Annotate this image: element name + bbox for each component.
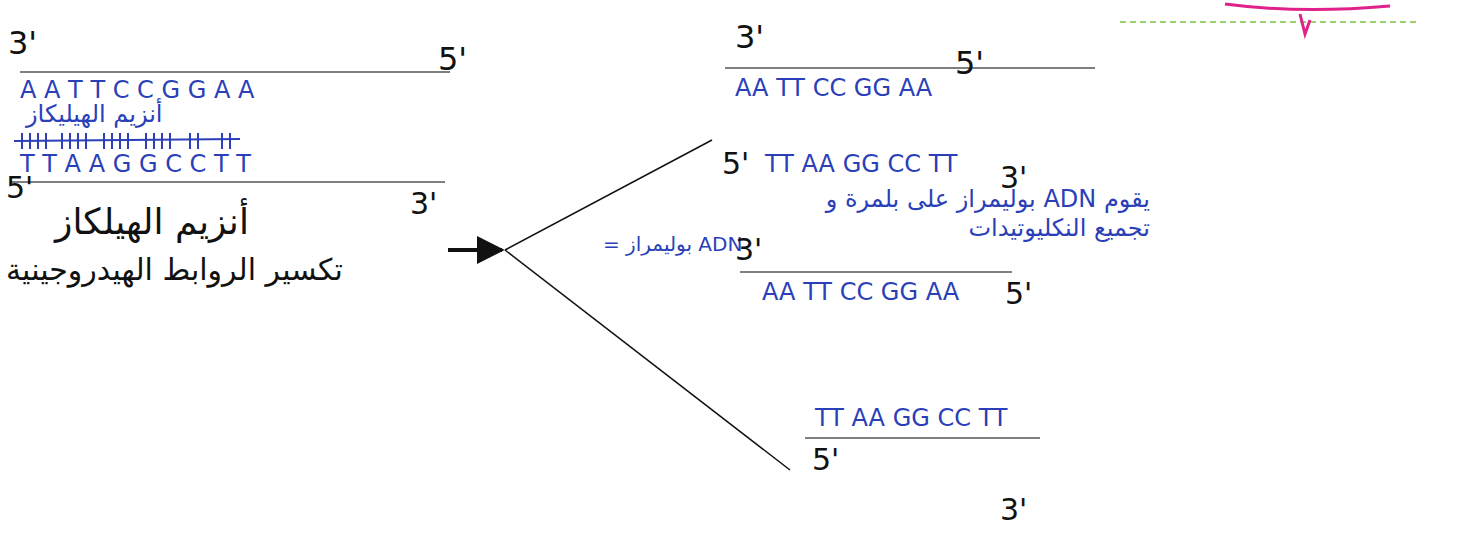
enzyme-note: أنزيم الهيلكاز bbox=[55, 200, 249, 243]
strand-end: 3' bbox=[735, 232, 762, 268]
green-underline bbox=[1120, 21, 1420, 23]
enzyme-note: تكسير الروابط الهيدروجينية bbox=[6, 252, 343, 288]
enzyme-label: ADN بوليمراز = bbox=[600, 232, 745, 256]
pink-mark bbox=[1300, 14, 1310, 34]
strand-line bbox=[20, 71, 450, 73]
strand-line bbox=[10, 181, 445, 183]
base-sequence: TT AA GG CC TT bbox=[765, 150, 958, 179]
base-sequence: AA TT CC GG AA bbox=[735, 74, 932, 103]
base-sequence: AA TT CC GG AA bbox=[762, 278, 959, 307]
arrow bbox=[448, 248, 502, 252]
enzyme-note: أنزيم الهيليكاز bbox=[26, 100, 163, 129]
strand-end: 5' bbox=[438, 40, 467, 78]
strand-end: 5' bbox=[812, 442, 839, 478]
strand-end: 3' bbox=[8, 24, 37, 62]
strand-end: 5' bbox=[955, 44, 984, 82]
strand-end: 3' bbox=[735, 18, 764, 56]
hydrogen-bonds bbox=[14, 133, 240, 149]
strand-end: 3' bbox=[1000, 492, 1027, 528]
enzyme-note: يقوم ADN بوليمراز على بلمرة و تجميع النك… bbox=[770, 185, 1150, 243]
strand-end: 5' bbox=[722, 146, 749, 182]
strand-end: 3' bbox=[410, 186, 437, 222]
strand-line bbox=[805, 437, 1040, 439]
pink-mark bbox=[1225, 4, 1390, 10]
strand-end: 5' bbox=[1005, 276, 1032, 312]
strand-end: 5' bbox=[6, 170, 33, 206]
base-sequence: T T A A G G C C T T bbox=[20, 150, 251, 179]
base-sequence: TT AA GG CC TT bbox=[815, 404, 1008, 433]
branch-line bbox=[505, 250, 790, 470]
strand-line bbox=[740, 271, 1012, 273]
strand-line bbox=[725, 67, 1095, 69]
